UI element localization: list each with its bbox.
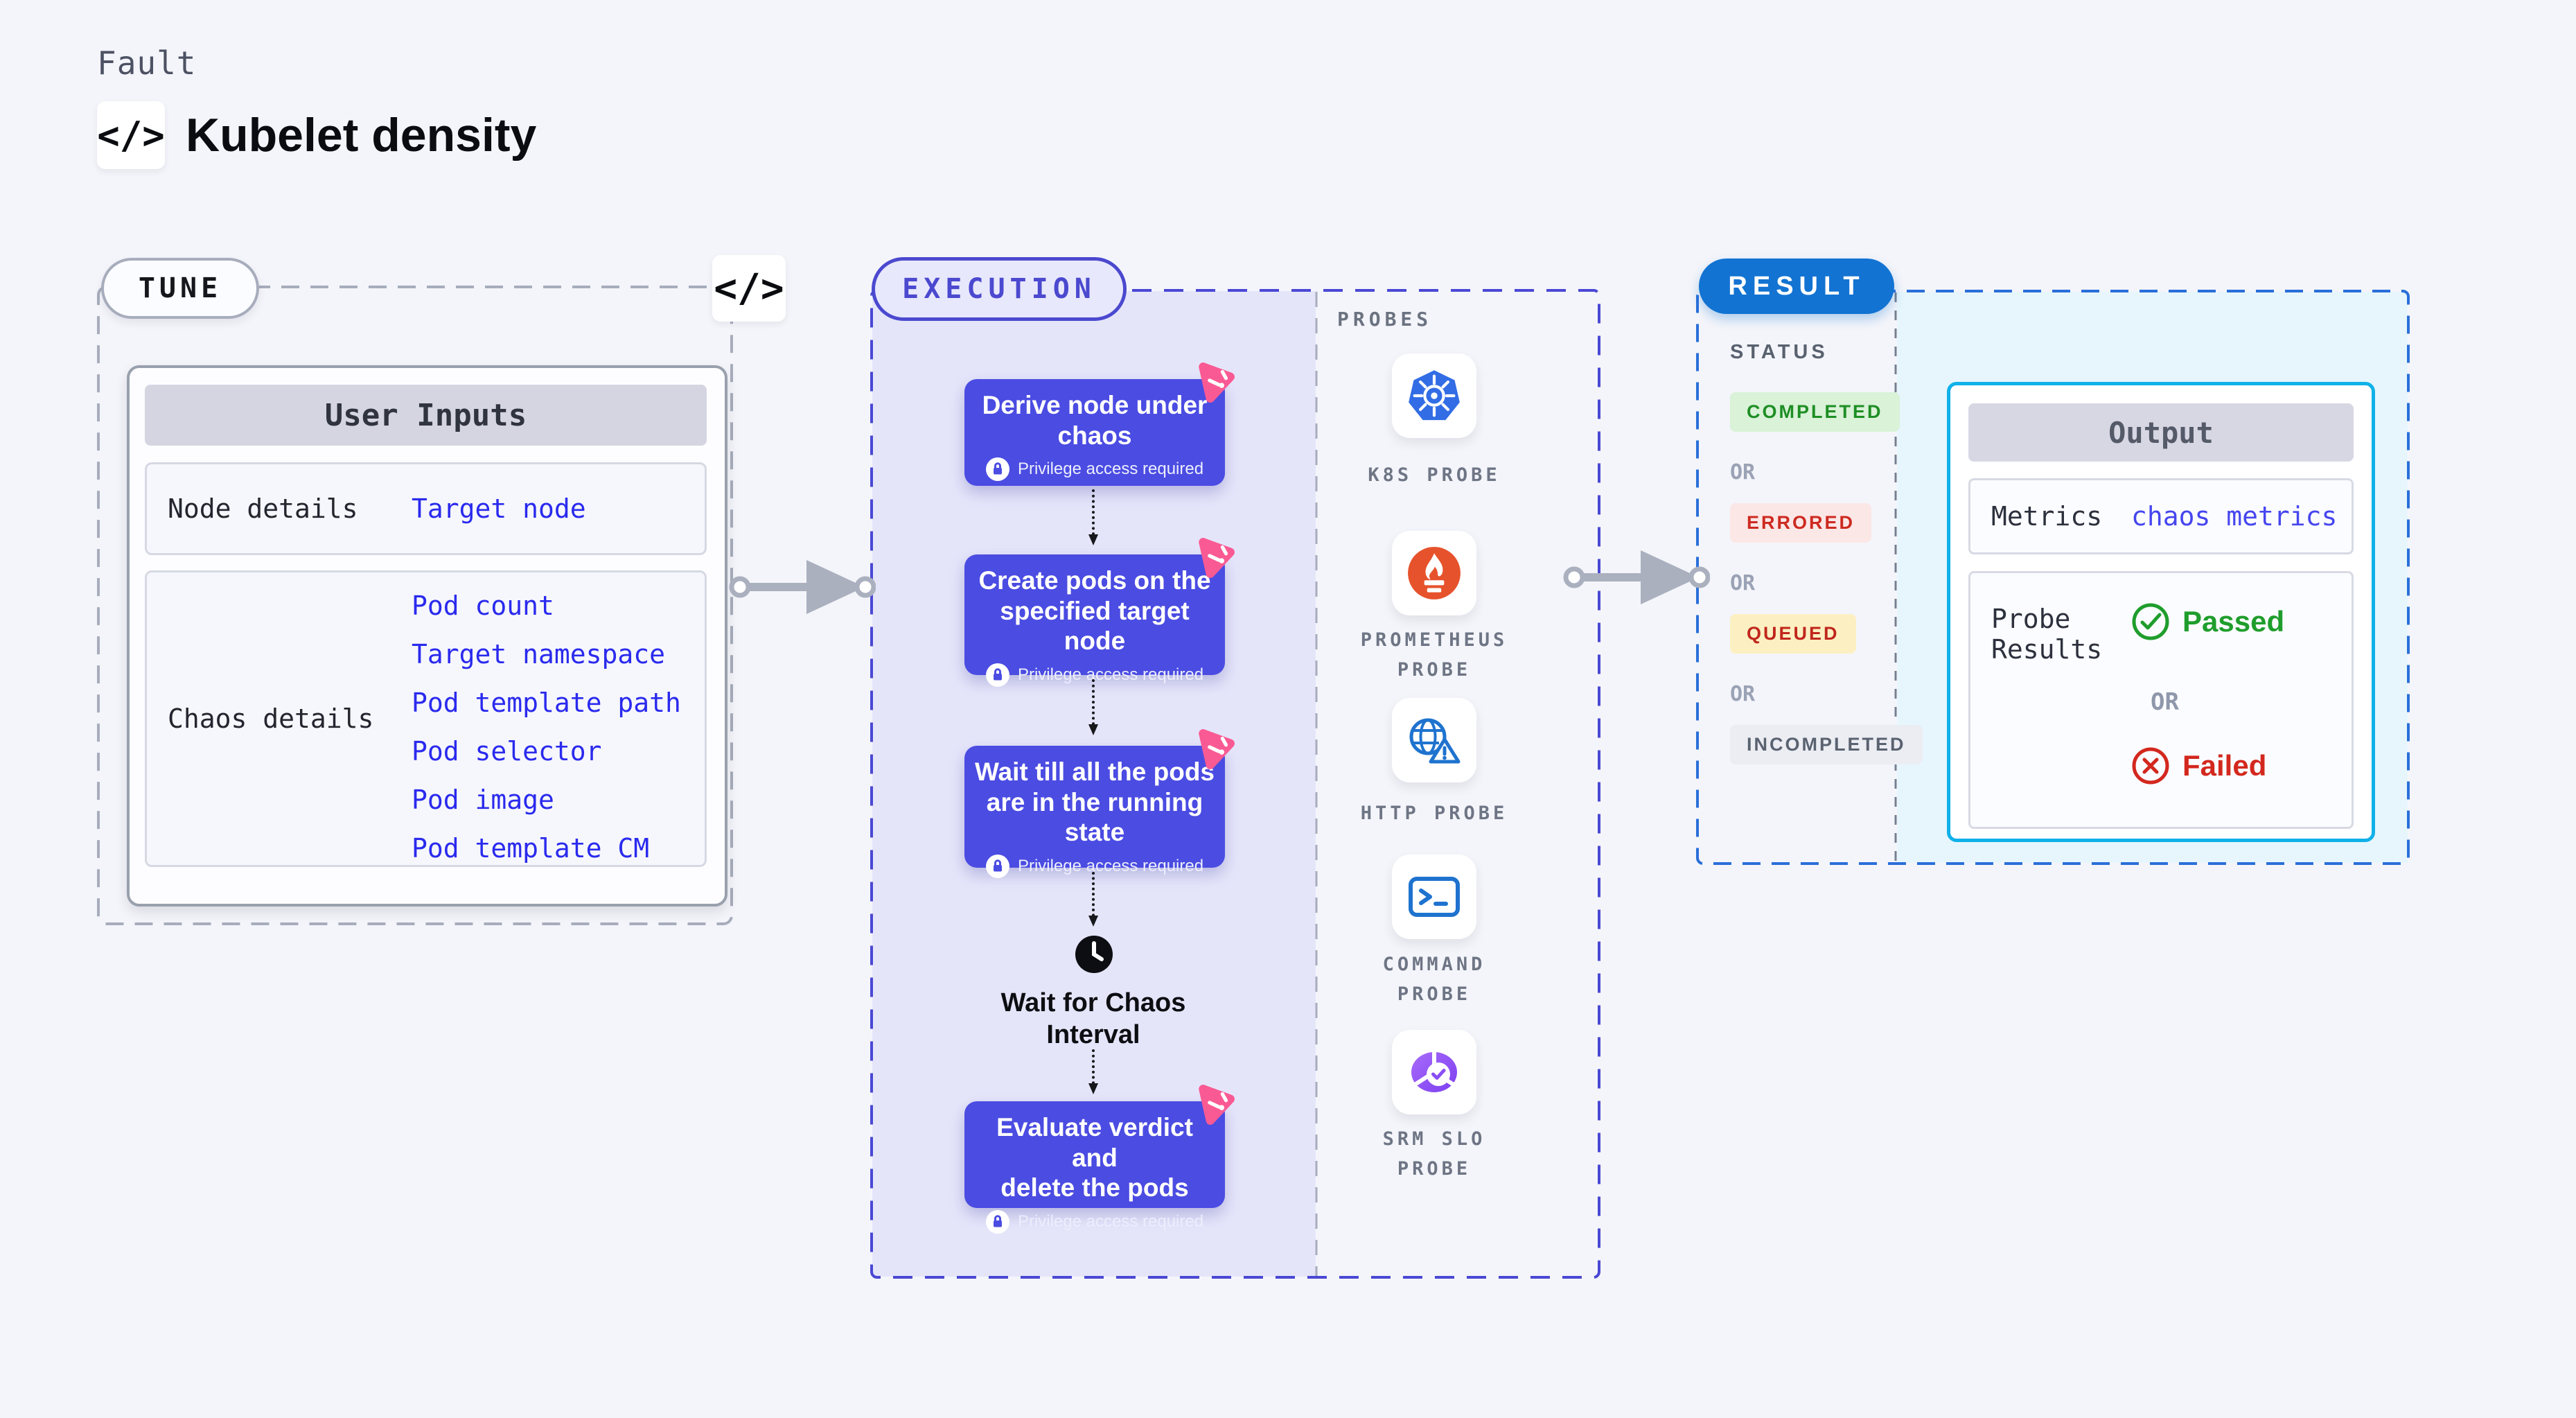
lock-icon [985,663,1009,687]
status-badge-errored: ERRORED [1730,503,1872,543]
metrics-row: Metrics chaos metrics [1968,478,2354,554]
step-create-pods: Create pods on the specified target node… [964,538,1235,687]
execution-dashed-border [870,289,1600,1279]
chaos-experiment-icon [1199,729,1235,769]
code-icon: </> [712,255,786,322]
step-title: Wait till all the pods are in the runnin… [974,758,1215,847]
command-probe-card [1392,855,1476,939]
probe-label: PROMETHEUS PROBE [1360,629,1508,681]
privilege-text: Privilege access required [1017,665,1204,684]
flow-arrow-icon [729,560,876,614]
pod-count-link[interactable]: Pod count [412,590,554,621]
pod-template-cm-link[interactable]: Pod template CM [412,833,650,864]
probe-label: HTTP PROBE [1360,803,1508,824]
prometheus-probe-card [1392,531,1476,615]
result-section-label: RESULT [1699,259,1894,314]
http-probe-card [1392,698,1476,782]
privilege-note: Privilege access required [964,457,1225,482]
step-title: Evaluate verdict and delete the pods [996,1113,1193,1202]
status-badge-queued: QUEUED [1730,614,1856,654]
pod-selector-link[interactable]: Pod selector [412,736,602,767]
step-title: Derive node under chaos [982,391,1208,450]
flow-connector [1088,1049,1098,1094]
chaos-details-row: Chaos details Pod count Target namespace… [145,570,707,867]
chaos-experiment-icon [1199,538,1235,578]
or-separator: OR [1730,460,1756,484]
srm-slo-probe-card [1392,1030,1476,1114]
slo-gauge-icon [1411,1050,1457,1092]
pod-image-link[interactable]: Pod image [412,785,554,815]
step-derive-node: Derive node under chaos Privilege access… [964,362,1235,486]
probe-label: SRM SLO PROBE [1382,1128,1486,1180]
verdict-failed: Failed [2131,746,2266,785]
probes-section-label: PROBES [1337,308,1433,331]
check-circle-icon [2132,603,2169,640]
node-details-row: Node details Target node [145,462,707,555]
code-icon: </> [97,101,165,169]
output-card: Output Metrics chaos metrics Probe Resul… [1947,382,2375,842]
status-heading: STATUS [1730,341,1828,363]
terminal-icon [1409,877,1460,917]
or-separator: OR [2151,688,2179,716]
chaos-experiment-icon [1199,1085,1235,1125]
target-node-link[interactable]: Target node [412,493,586,524]
flow-connector [1088,679,1098,735]
lock-icon [985,457,1009,482]
user-inputs-header: User Inputs [145,385,707,446]
http-globe-icon [1409,718,1461,764]
probe-label: K8S PROBE [1368,464,1501,486]
probe-label: COMMAND PROBE [1382,954,1486,1006]
clock-icon [1075,936,1113,973]
fault-kicker: Fault [97,44,197,82]
x-circle-icon [2132,747,2169,785]
lock-icon [985,854,1009,878]
passed-text: Passed [2182,605,2285,638]
privilege-note: Privilege access required [964,1209,1225,1234]
node-details-label: Node details [168,493,358,524]
wait-chaos-interval-label: Wait for Chaos Interval [1000,988,1186,1050]
tune-dashed-border [97,286,733,925]
privilege-text: Privilege access required [1017,856,1204,875]
user-inputs-card: User Inputs Node details Target node Cha… [127,365,727,907]
k8s-probe-card [1392,353,1476,438]
status-badge-completed: COMPLETED [1730,392,1900,432]
privilege-note: Privilege access required [964,663,1225,687]
result-dashed-border [1696,290,2410,865]
output-header: Output [1968,403,2354,462]
prometheus-icon [1408,547,1461,599]
privilege-note: Privilege access required [964,854,1225,878]
page-title: Kubelet density [186,109,537,161]
failed-text: Failed [2182,749,2267,782]
chaos-details-links: Pod count Target namespace Pod template … [412,590,681,864]
flow-connector [1088,872,1098,927]
pod-template-path-link[interactable]: Pod template path [412,688,681,718]
execution-section-label: EXECUTION [872,257,1127,321]
status-badge-incompleted: INCOMPLETED [1730,725,1923,764]
target-namespace-link[interactable]: Target namespace [412,639,666,669]
metrics-label: Metrics [1991,501,2103,532]
privilege-text: Privilege access required [1017,1211,1204,1231]
probe-results-row: Probe Results Passed OR Failed [1968,571,2354,829]
probe-results-label: Probe Results [1991,604,2103,665]
flow-arrow-icon [1563,550,1710,604]
step-evaluate-verdict: Evaluate verdict and delete the pods Pri… [964,1085,1235,1234]
tune-section-label: TUNE [101,258,259,319]
chaos-experiment-icon [1199,362,1235,403]
step-wait-pods-running: Wait till all the pods are in the runnin… [964,729,1235,878]
chaos-metrics-link[interactable]: chaos metrics [2131,501,2338,532]
step-title: Create pods on the specified target node [978,566,1211,656]
verdict-passed: Passed [2131,602,2284,641]
privilege-text: Privilege access required [1017,459,1204,479]
or-separator: OR [1730,571,1756,595]
lock-icon [985,1209,1009,1234]
chaos-details-label: Chaos details [168,703,374,734]
or-separator: OR [1730,682,1756,706]
kubernetes-icon [1409,370,1460,421]
flow-connector [1088,489,1098,545]
